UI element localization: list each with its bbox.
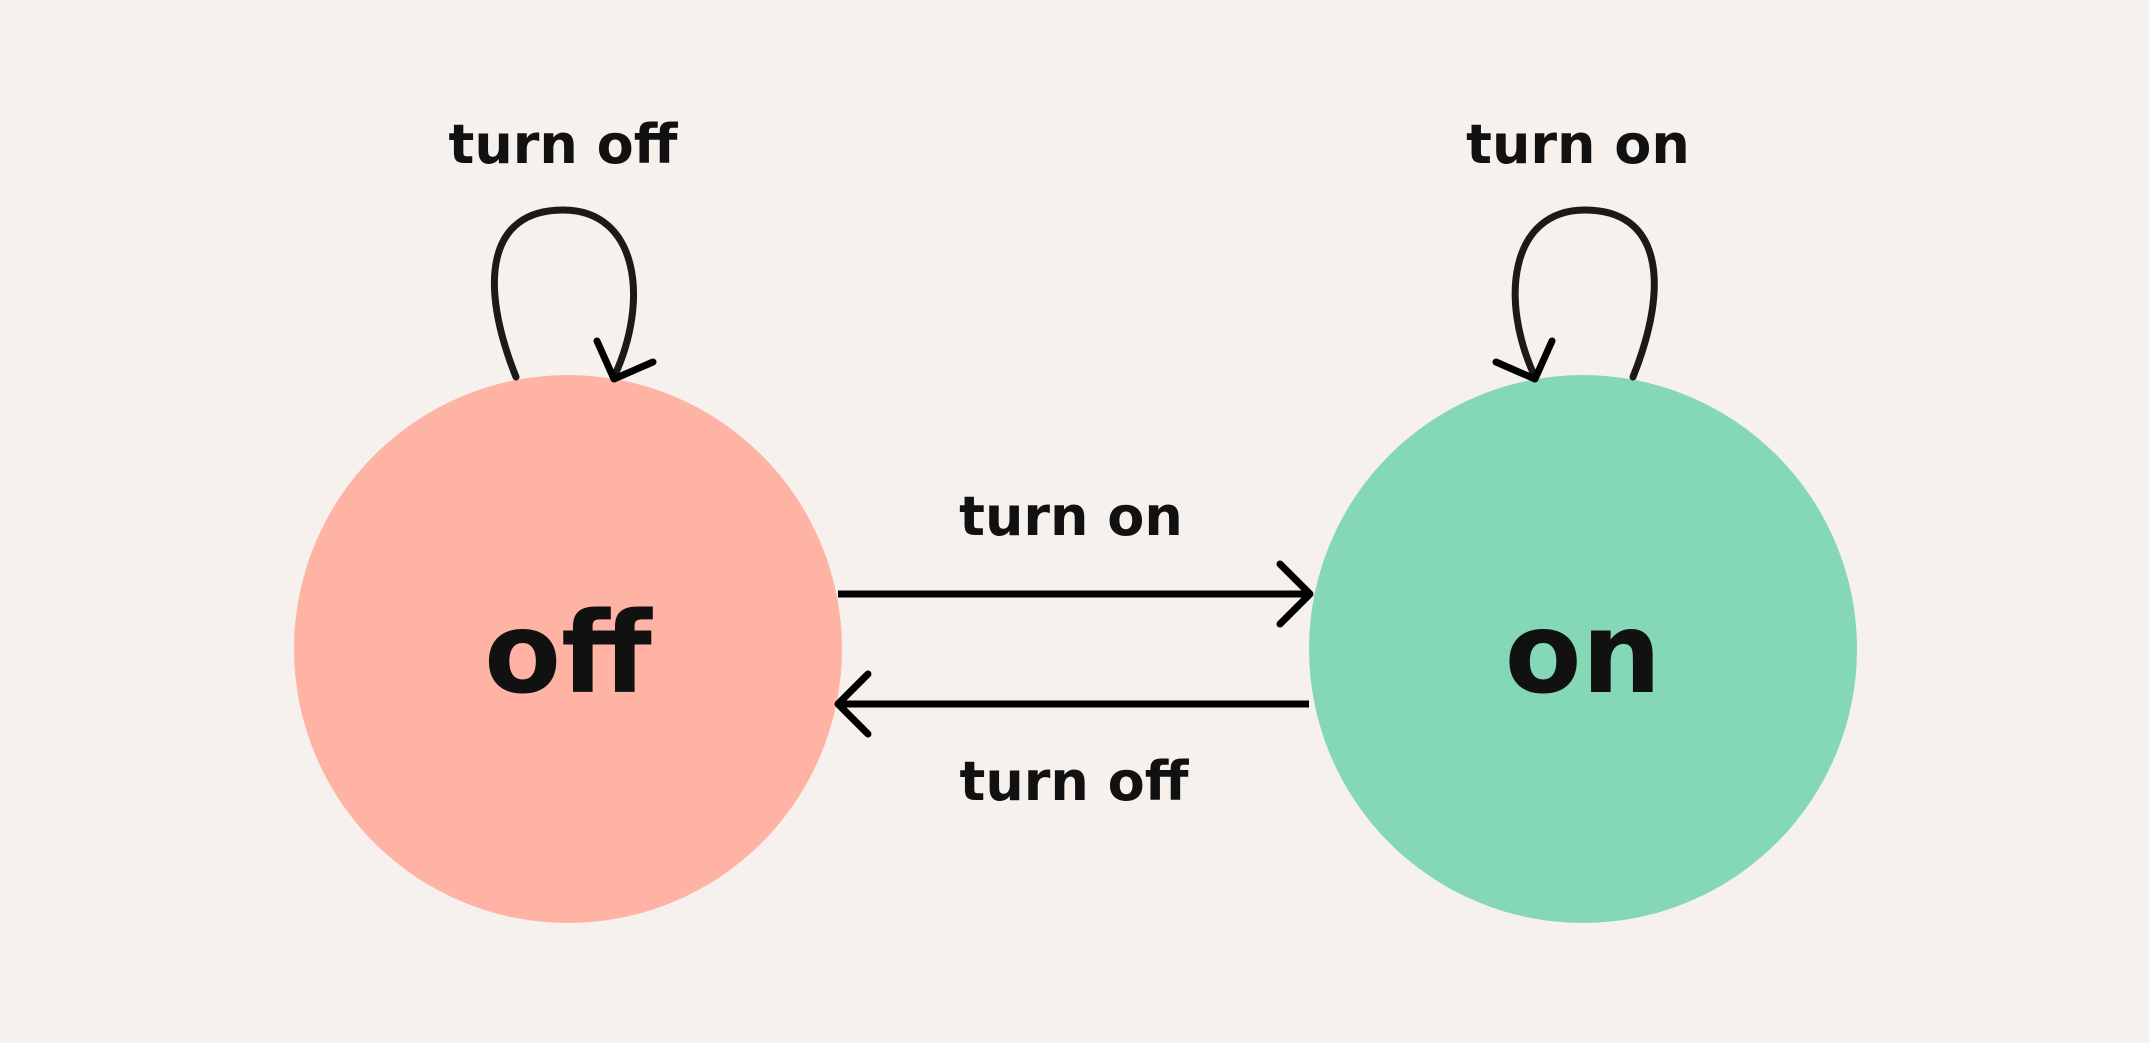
- off-to-on-arrowhead: [1276, 560, 1314, 628]
- state-on: on: [1309, 375, 1857, 923]
- off-self-loop-edge: [490, 206, 637, 381]
- state-off: off: [294, 375, 842, 923]
- on-to-off-arrowhead: [834, 670, 872, 738]
- off-self-loop-arrowhead: [593, 337, 657, 383]
- transition-off-to-on: turn on: [838, 485, 1314, 628]
- on-to-off-label: turn off: [960, 750, 1190, 813]
- on-self-loop-arrowhead: [1492, 337, 1556, 383]
- on-self-loop-label: turn on: [1466, 113, 1690, 176]
- transition-on-to-off: turn off: [834, 670, 1309, 813]
- state-on-circle: [1309, 375, 1857, 923]
- state-off-circle: [294, 375, 842, 923]
- on-self-loop-edge: [1511, 206, 1658, 381]
- off-self-loop-label: turn off: [449, 113, 679, 176]
- state-on-label: on: [1505, 589, 1662, 719]
- off-to-on-label: turn on: [959, 485, 1183, 548]
- transition-on-self-loop: turn on: [1466, 113, 1690, 383]
- state-off-label: off: [484, 589, 653, 719]
- transition-off-self-loop: turn off: [449, 113, 679, 383]
